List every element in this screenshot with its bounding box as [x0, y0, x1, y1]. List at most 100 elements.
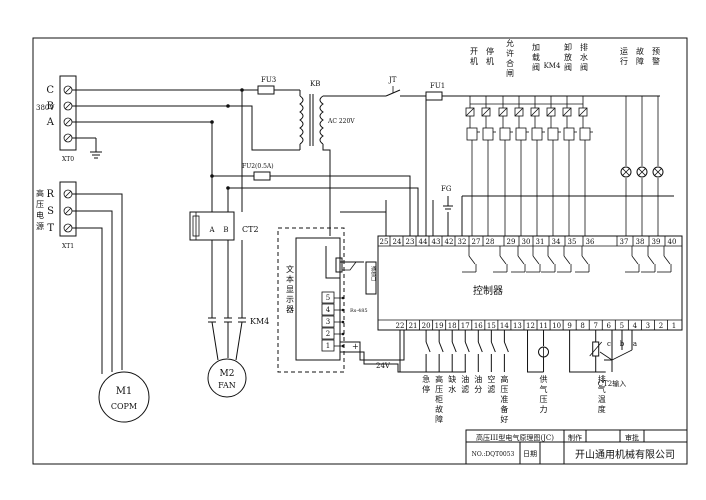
input-label-char: 好 — [500, 414, 508, 424]
input-label-char: 排 — [598, 374, 606, 384]
input-label-char: 高 — [435, 374, 443, 384]
output-label-char: 闸 — [506, 69, 514, 78]
input-label-char: 停 — [422, 384, 430, 394]
display-pin-number: 2 — [326, 330, 330, 338]
input-switch-icon — [477, 341, 483, 353]
output-label-char: 故 — [636, 46, 644, 56]
output-label-char: 加 — [532, 42, 540, 52]
input-label-char: 急 — [422, 374, 430, 384]
bottom-terminal-number: 6 — [607, 322, 612, 330]
drawing-number: NO.:DQT0053 — [472, 451, 515, 458]
display-label-char: 本 — [286, 274, 294, 284]
ct-input-pin: c — [607, 340, 611, 348]
transformer-kb-primary — [299, 95, 304, 145]
display-pin-number: 3 — [326, 318, 330, 326]
bottom-terminal-number: 19 — [435, 322, 444, 330]
solenoid-icon — [482, 127, 494, 141]
top-terminal-number: 36 — [586, 238, 595, 246]
solenoid-icon — [547, 127, 559, 141]
input-label-char: 油 — [474, 374, 482, 384]
top-terminal-number: 28 — [486, 238, 495, 246]
ct2-input: c b a CT2输入 — [598, 330, 637, 388]
ground-fg-label: FG — [441, 185, 452, 193]
rs485-label: Rs-485 — [350, 308, 368, 314]
fuse-fu2-label: FU2(0.5A) — [242, 163, 274, 170]
solenoid-icon — [531, 127, 543, 141]
solenoid-icon — [579, 127, 591, 141]
output-label-char: 机 — [486, 56, 494, 66]
input-label-char: 滤 — [461, 384, 469, 394]
output-label-char: 卸 — [564, 42, 572, 52]
input-label-char: 度 — [598, 404, 606, 414]
ct-terminal-label: A — [208, 226, 215, 234]
output-label-char: 允 — [506, 38, 514, 48]
top-terminal-number: 29 — [507, 238, 516, 246]
output-label-char: 水 — [580, 52, 588, 62]
supply-voltage-label: 380V — [36, 104, 55, 112]
current-transformer-ct2: A B CT2 — [189, 211, 259, 241]
input-label-char: 准 — [500, 394, 508, 404]
hv-label-char: 高 — [36, 188, 44, 198]
bottom-terminal-number: 2 — [659, 322, 663, 330]
contactor-km4-label: KM4 — [250, 317, 269, 326]
top-terminal-number: 40 — [668, 238, 677, 246]
input-label-char: 气 — [540, 384, 548, 394]
top-terminal-number: 24 — [393, 238, 402, 246]
ct-terminal-label: B — [223, 226, 228, 234]
motor-m1: M1 COPM — [98, 371, 150, 423]
top-terminal-number: 25 — [380, 238, 389, 246]
output-label-char: 合 — [506, 58, 514, 68]
hv-label-char: 源 — [36, 222, 44, 231]
input-label-char: 气 — [598, 384, 606, 394]
bottom-terminal-number: 10 — [552, 322, 561, 330]
display-label-char: 文 — [286, 264, 294, 274]
top-terminal-number: 23 — [406, 238, 415, 246]
solenoid-icon — [499, 127, 511, 141]
indicator-lamp-icon — [636, 166, 648, 178]
bottom-terminal-number: 18 — [448, 322, 457, 330]
controller-label: 控制器 — [473, 284, 503, 297]
title-block: 高压III型电气原理图(JC) 制作 审批 NO.:DQT0053 日期 开山通… — [465, 429, 688, 465]
bottom-terminal-number: 8 — [580, 322, 584, 330]
bottom-terminal-number: 1 — [672, 322, 676, 330]
indicator-lamp-icon — [620, 166, 632, 178]
fuse-fu1 — [425, 91, 443, 101]
input-label-char: 压 — [435, 385, 443, 394]
top-terminal-number: 38 — [636, 238, 645, 246]
motor-m1-name: COPM — [111, 402, 137, 411]
output-label-char: 阀 — [564, 63, 572, 72]
transformer-label: KB — [310, 80, 320, 88]
input-switch-icon — [490, 341, 496, 353]
output-label-char: 排 — [580, 42, 588, 52]
output-label: KM4 — [544, 62, 561, 70]
transformer-secondary-label: AC 220V — [327, 118, 355, 125]
motor-m1-id: M1 — [116, 386, 133, 397]
fuse-fu3-label: FU3 — [261, 76, 276, 84]
input-switch-icon — [464, 341, 470, 353]
display-pin-number: 4 — [326, 306, 331, 314]
hv-label-char: 压 — [36, 200, 44, 209]
input-label-char: 温 — [598, 395, 606, 404]
bottom-terminal-number: 3 — [646, 322, 650, 330]
solenoid-icon — [515, 127, 527, 141]
input-switch-icon — [503, 341, 509, 353]
input-wiring — [399, 330, 606, 373]
output-relays — [465, 96, 593, 236]
contactor-km4: KM4 — [208, 317, 269, 326]
made-by-label: 制作 — [568, 433, 582, 442]
switch-jt-label: JT — [388, 76, 397, 84]
input-label-char: 力 — [540, 404, 548, 414]
bottom-terminal-number: 5 — [620, 322, 624, 330]
input-label-char: 分 — [474, 385, 482, 394]
hv-supply-terminal-block: R S T 高 压 电 源 XT1 — [36, 181, 77, 250]
comm-port — [365, 261, 377, 295]
sheet-border — [32, 37, 688, 465]
display-label-char: 显 — [286, 285, 294, 294]
hv-label-char: 电 — [36, 210, 44, 220]
supply-terminal-block: C B A 380V XT0 — [36, 75, 102, 163]
bottom-terminal-number: 20 — [422, 322, 431, 330]
top-terminal-number: 44 — [419, 238, 428, 246]
